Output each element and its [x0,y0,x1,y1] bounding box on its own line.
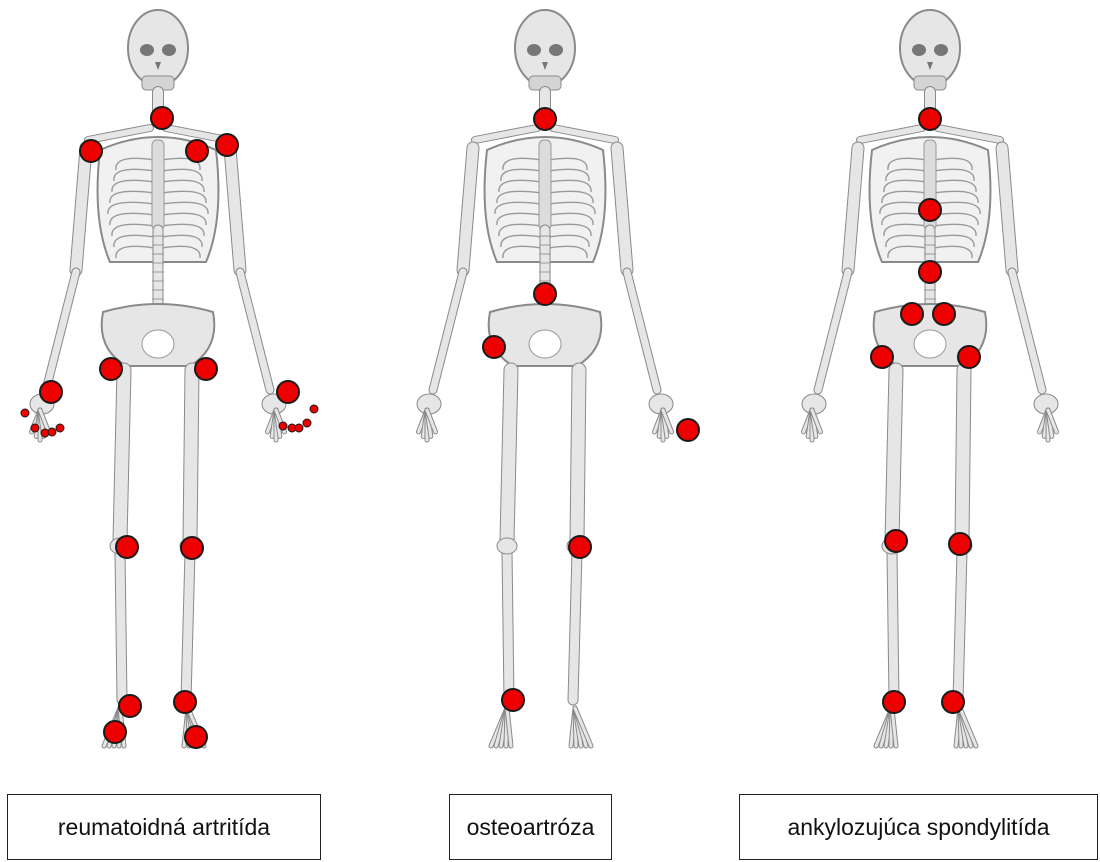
label-ankylosing-spondylitis: ankylozujúca spondylitída [787,814,1049,841]
joint-marker-left-hand-finger-5 [310,405,318,413]
left-femur [962,370,964,540]
right-femur [507,370,511,540]
right-tibia [507,552,509,700]
left-forearm [1012,272,1042,390]
joint-marker-neck [919,108,941,130]
right-forearm [433,272,463,390]
joint-marker-right-hand-finger-5 [56,424,64,432]
joint-marker-right-ankle [883,691,905,713]
joint-marker-left-shoulder [186,140,208,162]
left-tibia [186,552,190,700]
pelvic-inlet [914,330,946,358]
joint-marker-left-foot [185,726,207,748]
left-humerus [230,148,240,270]
joint-marker-left-hand-finger-4 [303,419,311,427]
sternum [539,140,551,230]
joint-marker-left-hip [958,346,980,368]
right-humerus [848,148,858,270]
joint-marker-left-hand-finger-1 [279,422,287,430]
joint-marker-neck [151,107,173,129]
eye-socket-right [527,44,541,56]
joint-marker-left-hand [677,419,699,441]
joint-marker-lumbar-spine [919,261,941,283]
joint-marker-right-wrist [40,381,62,403]
joint-marker-left-wrist [277,381,299,403]
left-forearm [240,272,270,390]
left-femur [190,370,192,540]
eye-socket-left [934,44,948,56]
joint-marker-right-shoulder [80,140,102,162]
joint-marker-left-sacroiliac [933,303,955,325]
label-box-rheumatoid-arthritis: reumatoidná artritída [7,794,321,860]
joint-marker-left-knee [949,533,971,555]
right-forearm [46,272,76,390]
right-tibia [892,552,894,700]
skull [128,10,188,86]
label-box-osteoarthritis: osteoartróza [449,794,612,860]
joint-marker-left-hand-finger-3 [295,424,303,432]
joint-marker-left-ankle [174,691,196,713]
right-patella [497,538,517,554]
left-tibia [958,552,962,700]
joint-marker-right-hand-finger-2 [31,424,39,432]
eye-socket-left [549,44,563,56]
joint-marker-right-foot [104,721,126,743]
joint-marker-right-hand-finger-1 [21,409,29,417]
joint-marker-right-knee [116,536,138,558]
joint-marker-left-hip [195,358,217,380]
sternum [152,140,164,230]
label-box-ankylosing-spondylitis: ankylozujúca spondylitída [739,794,1098,860]
right-humerus [76,148,86,270]
joint-marker-left-knee [181,537,203,559]
label-rheumatoid-arthritis: reumatoidná artritída [58,814,270,841]
right-tibia [120,552,122,700]
joint-marker-right-hand-finger-4 [48,428,56,436]
left-humerus [617,148,627,270]
left-forearm [627,272,657,390]
right-femur [120,370,124,540]
joint-marker-lumbar-spine [534,283,556,305]
joint-marker-right-sacroiliac [901,303,923,325]
joint-marker-neck [534,108,556,130]
label-osteoarthritis: osteoartróza [467,814,595,841]
joint-marker-right-ankle [502,689,524,711]
joint-marker-right-hip [100,358,122,380]
right-femur [892,370,896,540]
joint-marker-left-shoulder-outer [216,134,238,156]
joint-marker-thoracic-spine [919,199,941,221]
left-femur [577,370,579,540]
eye-socket-right [140,44,154,56]
right-humerus [463,148,473,270]
joint-marker-right-knee [885,530,907,552]
joint-marker-right-hip [483,336,505,358]
skull [515,10,575,86]
right-forearm [818,272,848,390]
skull [900,10,960,86]
joint-marker-left-knee [569,536,591,558]
joint-marker-right-ankle [119,695,141,717]
joint-marker-left-ankle [942,691,964,713]
eye-socket-left [162,44,176,56]
pelvic-inlet [529,330,561,358]
joint-marker-right-hip [871,346,893,368]
eye-socket-right [912,44,926,56]
left-humerus [1002,148,1012,270]
left-tibia [573,552,577,700]
pelvic-inlet [142,330,174,358]
